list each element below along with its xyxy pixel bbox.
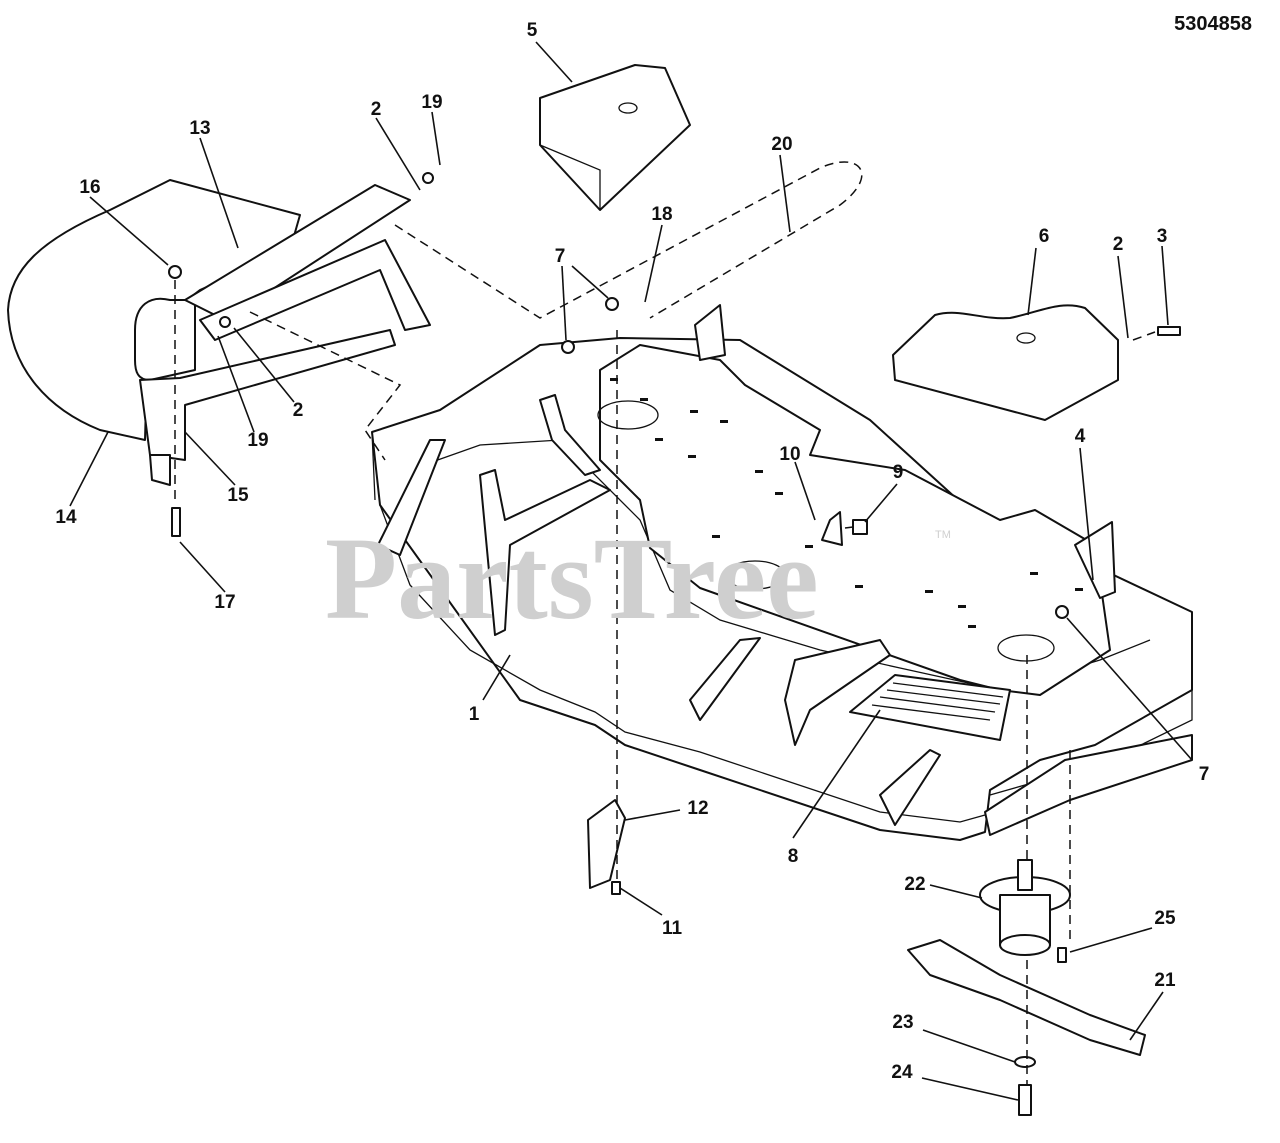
- watermark: PartsTree: [325, 513, 819, 644]
- leader-lines: [69, 41, 1193, 1101]
- callout-12: 12: [687, 798, 708, 819]
- callout-8: 8: [788, 846, 799, 867]
- callout-11: 11: [662, 918, 683, 939]
- callout-20: 20: [771, 134, 792, 155]
- callout-5: 5: [527, 20, 538, 41]
- callout-18: 18: [651, 204, 672, 225]
- callout-15: 15: [227, 485, 249, 506]
- callout-19-left: 19: [247, 430, 268, 451]
- callout-9: 9: [893, 462, 904, 483]
- callout-23: 23: [892, 1012, 913, 1033]
- callout-labels: 5 6 2 3 20 13 16 2 19 18 7 2 19 15 14 17…: [55, 20, 1209, 1083]
- assembly-lines: [174, 161, 1156, 1085]
- cover-5: [539, 64, 691, 211]
- hardware: [168, 172, 1181, 963]
- callout-19-top: 19: [421, 92, 442, 113]
- document-number: 5304858: [1174, 13, 1252, 35]
- callout-24: 24: [891, 1062, 913, 1083]
- blade-washer-bolt: [1014, 1056, 1036, 1116]
- spindle-assembly: [979, 859, 1071, 956]
- callout-2-top: 2: [371, 99, 382, 120]
- callout-21: 21: [1154, 970, 1176, 991]
- callout-4: 4: [1075, 426, 1086, 447]
- callout-6: 6: [1039, 226, 1050, 247]
- callout-13: 13: [189, 118, 210, 139]
- discharge-chute-assembly: [7, 179, 431, 486]
- watermark-trademark: TM: [935, 529, 951, 541]
- cover-6: [892, 304, 1119, 421]
- callout-25: 25: [1154, 908, 1176, 929]
- callout-10: 10: [779, 444, 800, 465]
- plate-holes: [610, 378, 1083, 628]
- callout-1: 1: [469, 704, 480, 725]
- callout-2-left: 2: [293, 400, 304, 421]
- callout-16: 16: [79, 177, 100, 198]
- callout-2-right: 2: [1113, 234, 1124, 255]
- callout-14: 14: [55, 507, 77, 528]
- callout-22: 22: [904, 874, 925, 895]
- callout-3: 3: [1157, 226, 1168, 247]
- callout-7-right: 7: [1199, 764, 1210, 785]
- callout-17: 17: [214, 592, 235, 613]
- callout-7-top: 7: [555, 246, 566, 267]
